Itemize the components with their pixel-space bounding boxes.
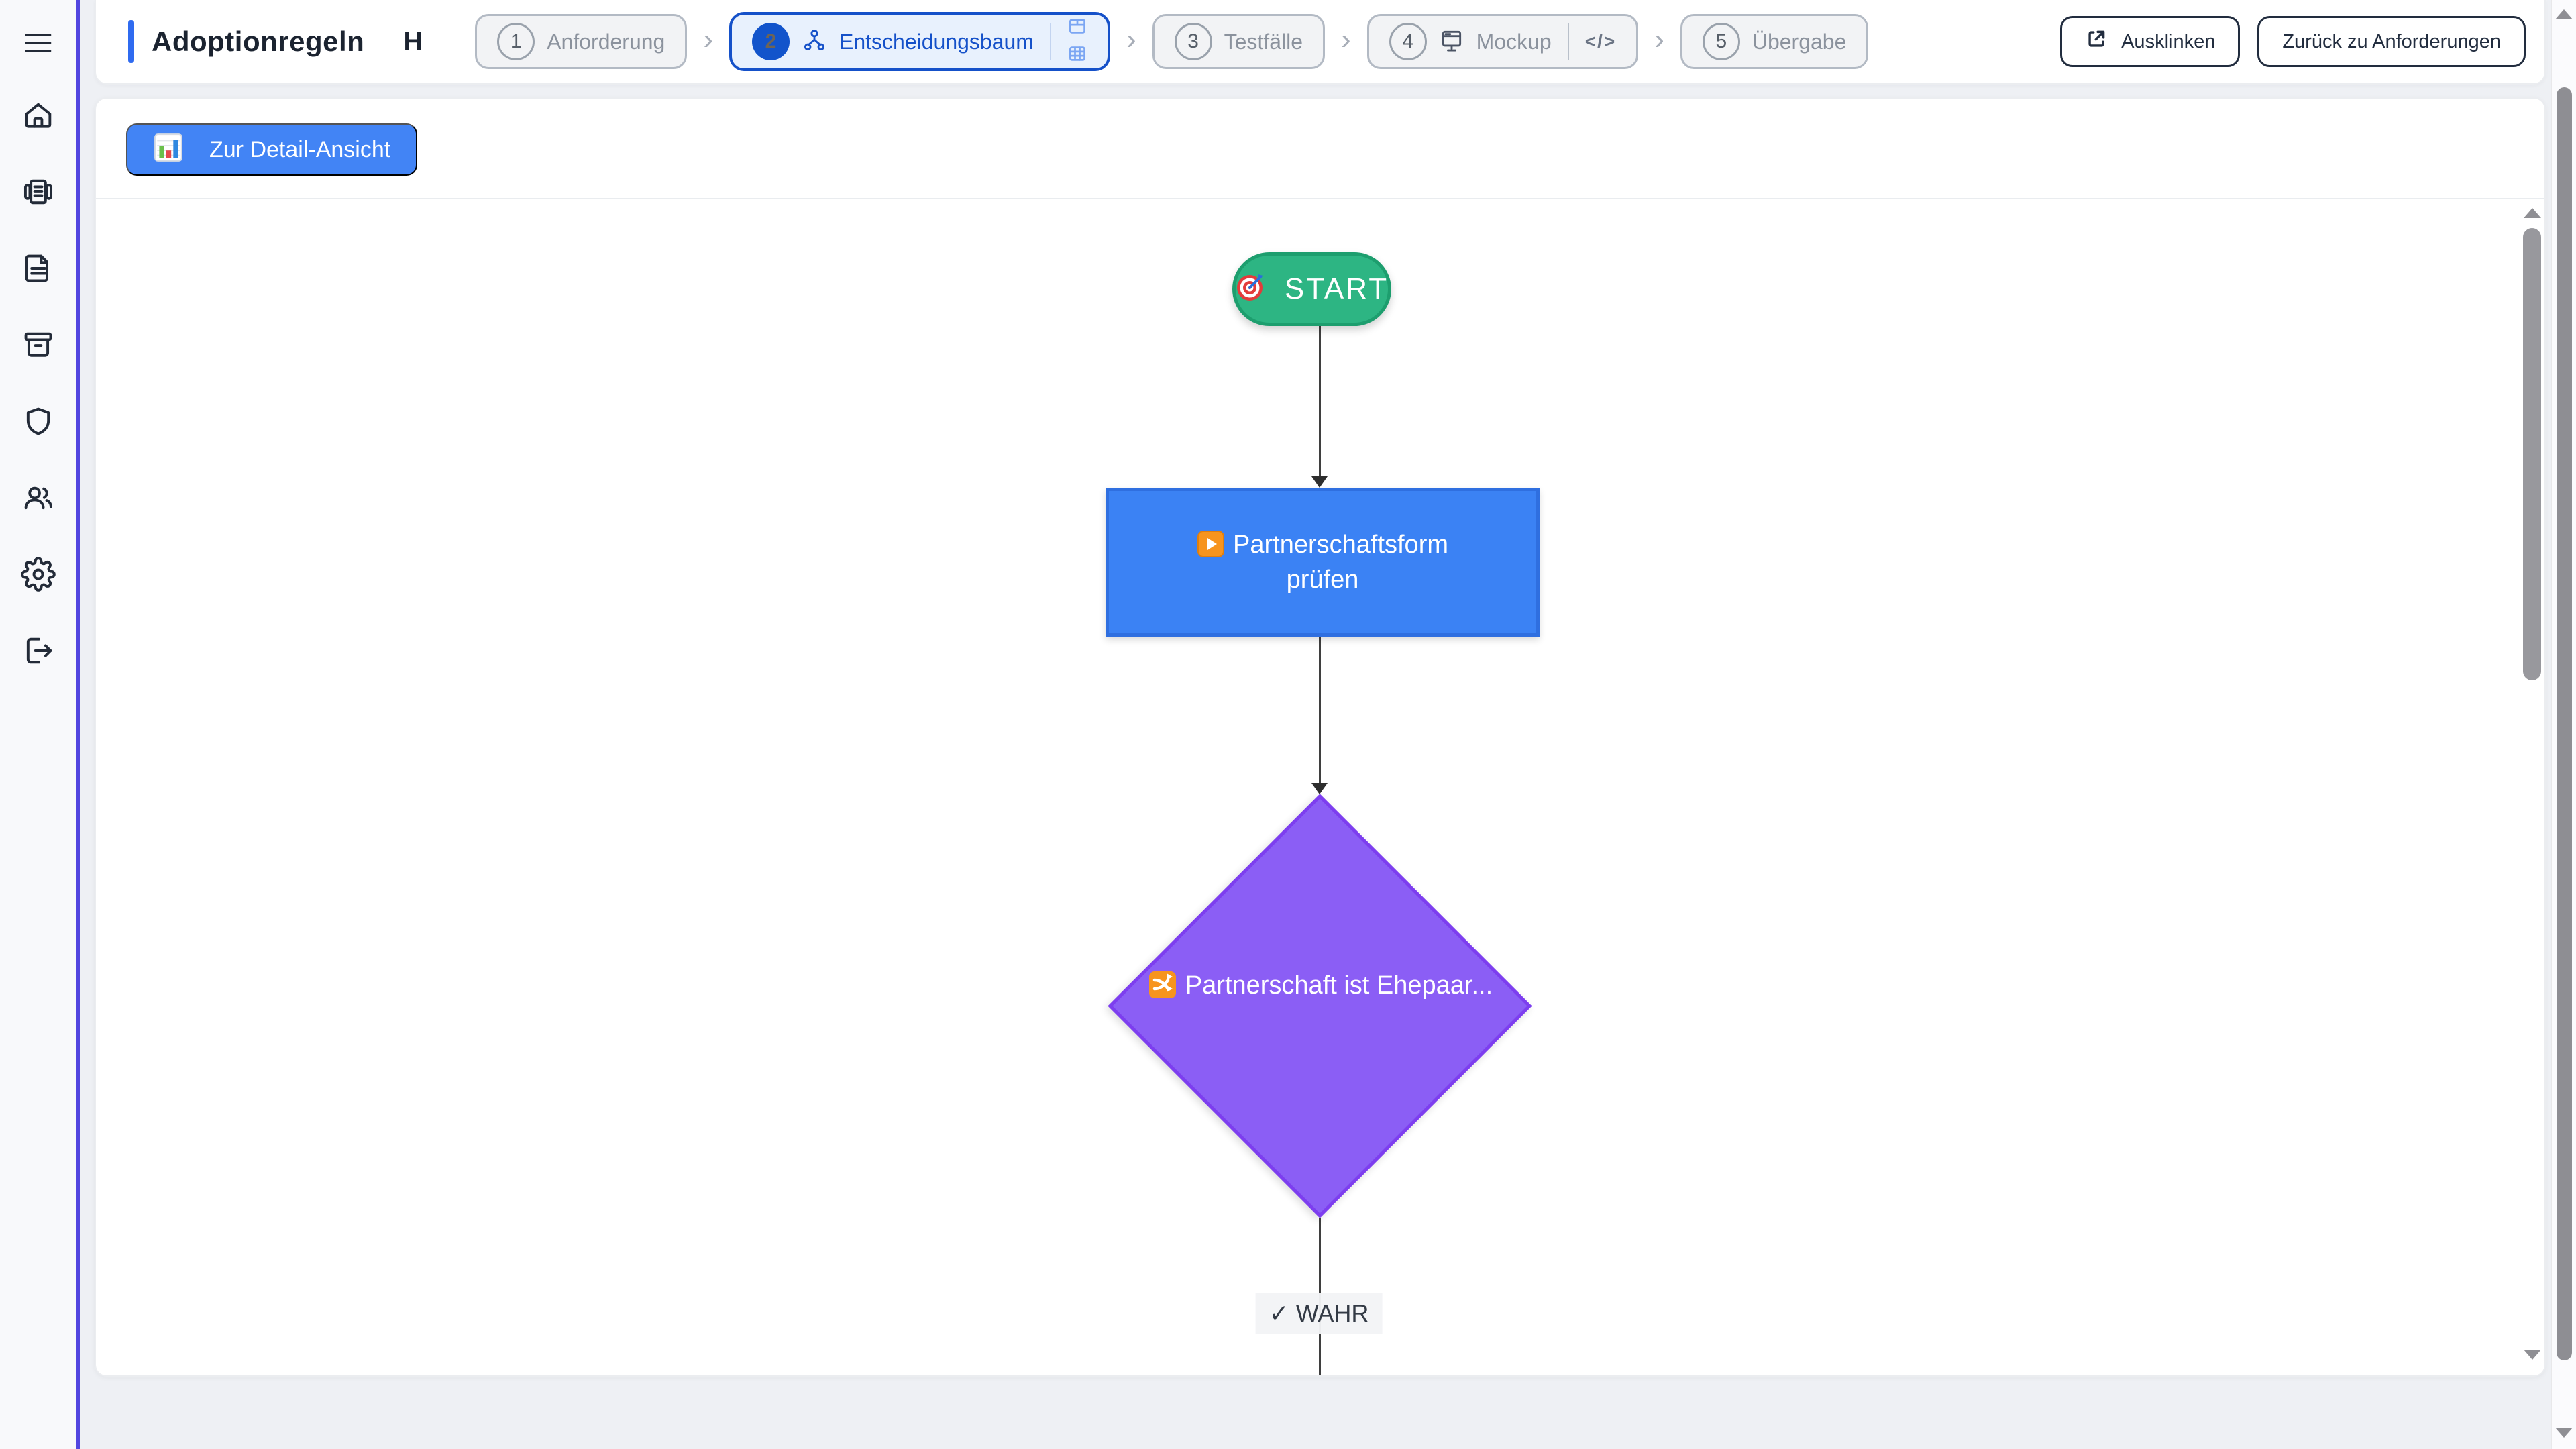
edge-start-process bbox=[1319, 326, 1321, 478]
button-label: Zur Detail-Ansicht bbox=[209, 136, 391, 162]
step-view-toggles bbox=[1067, 16, 1087, 67]
step-uebergabe[interactable]: 5 Übergabe bbox=[1680, 14, 1869, 69]
step-entscheidungsbaum[interactable]: 2 Entscheidungsbaum bbox=[729, 12, 1110, 71]
step-mockup[interactable]: 4 Mockup </> bbox=[1366, 14, 1639, 69]
zurueck-zu-anforderungen-button[interactable]: Zurück zu Anforderungen bbox=[2257, 16, 2526, 67]
step-number: 1 bbox=[497, 23, 535, 60]
grid-icon[interactable] bbox=[1067, 44, 1087, 67]
divider bbox=[1049, 23, 1051, 60]
node-start[interactable]: START bbox=[1232, 252, 1391, 326]
bar-chart-icon bbox=[153, 132, 184, 163]
canvas-scroll-up-icon[interactable] bbox=[2524, 208, 2541, 218]
news-icon[interactable] bbox=[19, 173, 57, 211]
ausklinken-button[interactable]: Ausklinken bbox=[2060, 16, 2241, 67]
monitor-icon bbox=[1439, 28, 1464, 56]
arrowhead-icon bbox=[1311, 476, 1328, 488]
step-number: 2 bbox=[751, 23, 790, 60]
page-scroll-up-icon[interactable] bbox=[2555, 9, 2573, 19]
step-label: Übergabe bbox=[1752, 29, 1847, 54]
settings-icon[interactable] bbox=[19, 555, 57, 593]
stepper: 1 Anforderung › 2 Entscheidungsbaum bbox=[475, 12, 1869, 71]
divider bbox=[1567, 23, 1569, 60]
chevron-right-icon: › bbox=[1126, 23, 1136, 56]
sidebar-nav bbox=[19, 97, 57, 669]
header-actions: Ausklinken Zurück zu Anforderungen bbox=[2060, 16, 2526, 67]
page-title: Adoptionregeln bbox=[152, 25, 365, 57]
arrowhead-icon bbox=[1311, 783, 1328, 794]
users-icon[interactable] bbox=[19, 479, 57, 517]
step-label: Mockup bbox=[1476, 29, 1552, 54]
button-label: Zurück zu Anforderungen bbox=[2282, 30, 2501, 52]
flowchart-canvas[interactable]: START Partnerschaftsform prüfen Partners… bbox=[96, 201, 2544, 1375]
chevron-right-icon: › bbox=[1341, 23, 1351, 56]
step-label: Anforderung bbox=[547, 29, 665, 54]
step-label: Testfälle bbox=[1224, 29, 1303, 54]
home-icon[interactable] bbox=[19, 97, 57, 134]
branch-icon bbox=[802, 28, 827, 56]
edge-label-wahr: ✓ WAHR bbox=[1255, 1293, 1383, 1334]
external-link-icon bbox=[2085, 28, 2108, 56]
page-scrollbar-thumb[interactable] bbox=[2557, 87, 2572, 1360]
shield-icon[interactable] bbox=[19, 402, 57, 440]
step-number: 5 bbox=[1702, 23, 1740, 60]
page-scrollbar[interactable] bbox=[2551, 0, 2576, 1449]
chevron-right-icon: › bbox=[703, 23, 713, 56]
menu-icon[interactable] bbox=[19, 24, 57, 62]
document-icon[interactable] bbox=[19, 250, 57, 287]
step-anforderung[interactable]: 1 Anforderung bbox=[475, 14, 688, 69]
archive-icon[interactable] bbox=[19, 326, 57, 364]
detail-view-button[interactable]: Zur Detail-Ansicht bbox=[126, 123, 418, 176]
node-decision[interactable] bbox=[1108, 794, 1532, 1218]
canvas-scrollbar-thumb[interactable] bbox=[2523, 228, 2541, 680]
play-icon bbox=[1197, 530, 1225, 558]
target-icon bbox=[1235, 272, 1266, 303]
title-accent-bar bbox=[128, 20, 134, 63]
step-number: 4 bbox=[1389, 23, 1427, 60]
node-label: Partnerschaftsform prüfen bbox=[1233, 531, 1448, 594]
page-scroll-down-icon[interactable] bbox=[2555, 1428, 2573, 1438]
node-label: START bbox=[1284, 272, 1389, 305]
canvas-scroll-down-icon[interactable] bbox=[2524, 1350, 2541, 1360]
main-panel: Zur Detail-Ansicht START bbox=[95, 97, 2546, 1377]
step-number: 3 bbox=[1174, 23, 1212, 60]
chevron-right-icon: › bbox=[1654, 23, 1664, 56]
step-testfaelle[interactable]: 3 Testfälle bbox=[1152, 14, 1325, 69]
edge-process-decision bbox=[1319, 637, 1321, 784]
step-label: Entscheidungsbaum bbox=[839, 29, 1034, 54]
header: Adoptionregeln H 1 Anforderung › 2 Entsc… bbox=[95, 0, 2546, 85]
button-label: Ausklinken bbox=[2121, 30, 2216, 52]
page-title-suffix: H bbox=[403, 26, 423, 56]
table-icon[interactable] bbox=[1067, 16, 1087, 40]
logout-icon[interactable] bbox=[19, 632, 57, 669]
node-process[interactable]: Partnerschaftsform prüfen bbox=[1106, 488, 1540, 637]
code-icon[interactable]: </> bbox=[1585, 31, 1617, 52]
sidebar bbox=[0, 0, 80, 1449]
canvas-toolbar: Zur Detail-Ansicht bbox=[96, 99, 2544, 199]
